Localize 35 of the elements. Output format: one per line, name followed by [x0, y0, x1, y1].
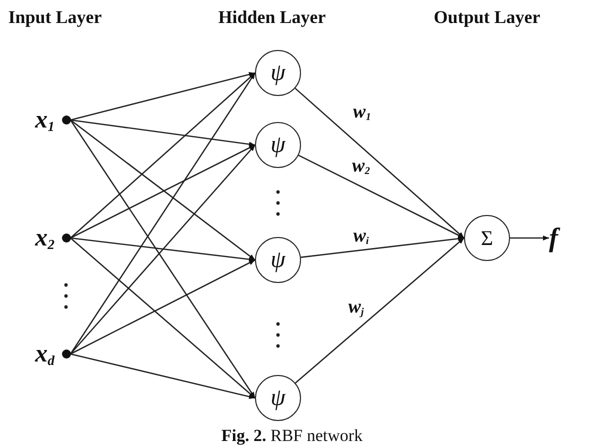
arrow [294, 88, 464, 238]
arrow [70, 119, 256, 147]
layer-title: Input Layer [8, 8, 102, 26]
arrow [70, 353, 256, 400]
arrow [294, 238, 464, 384]
layer-title: Hidden Layer [218, 8, 326, 26]
neuron-circle [255, 122, 301, 168]
variable-label: x$_{1}$ [35, 108, 54, 132]
neuron-circle [255, 375, 301, 421]
variable-label: x$_{d}$ [35, 342, 54, 366]
layer-title: Output Layer [434, 8, 540, 26]
arrow [70, 72, 256, 121]
arrow [70, 144, 256, 354]
arrow [70, 238, 256, 398]
sum-symbol: Σ [480, 228, 494, 248]
variable-label: x$_{2}$ [35, 226, 54, 250]
neuron-circle [255, 50, 301, 96]
arrow [70, 237, 256, 262]
summation-circle [464, 215, 510, 261]
basis-function-symbol: ψ [270, 386, 286, 410]
basis-function-symbol: ψ [270, 61, 286, 85]
output-label: f [549, 224, 558, 252]
arrow [70, 72, 256, 354]
arrow [70, 144, 256, 239]
arrow [298, 154, 464, 239]
arrow [510, 236, 549, 240]
arrow [70, 119, 256, 261]
basis-function-symbol: ψ [270, 133, 286, 157]
basis-function-symbol: ψ [270, 248, 286, 272]
arrow [70, 72, 256, 238]
neuron-circle [255, 237, 301, 283]
arrow [70, 259, 256, 355]
arrow [70, 120, 256, 398]
figure-caption: Fig. 2. RBF network [221, 427, 363, 444]
arrow [300, 236, 464, 258]
